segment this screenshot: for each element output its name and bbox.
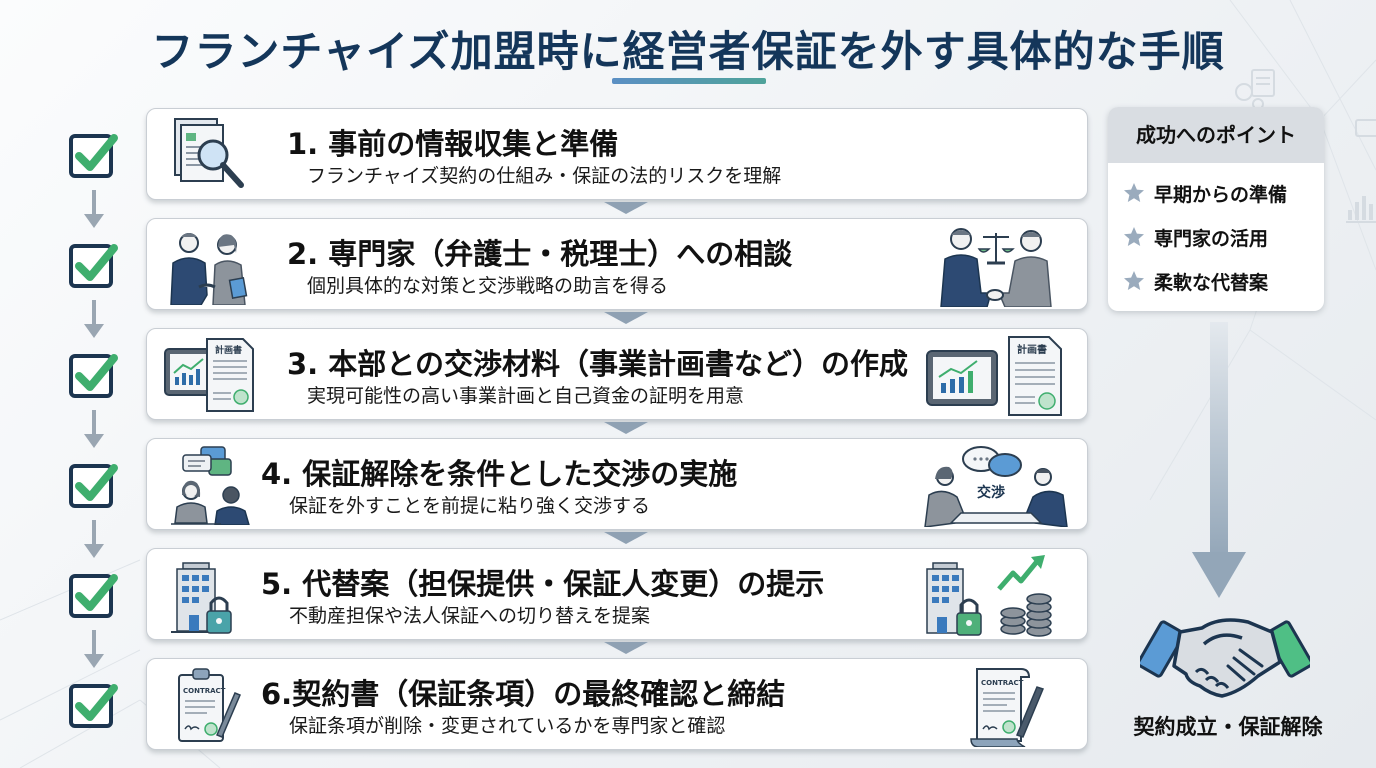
step-card-2: 2. 専門家（弁護士・税理士）への相談 個別具体的な対策と交渉戦略の助言を得る (146, 218, 1088, 310)
step-card-3: 計画書 計画書 3. 本部との交渉材料（事業計画書など）の作成 実現可能性の高い… (146, 328, 1088, 420)
step-title: 2. 専門家（弁護士・税理士）への相談 (287, 237, 793, 271)
success-points-list: 早期からの準備 専門家の活用 柔軟な代替案 (1108, 163, 1324, 303)
step-title: 3. 本部との交渉材料（事業計画書など）の作成 (287, 347, 909, 381)
connector-arrow (604, 422, 648, 434)
checkbox-checked-icon (69, 464, 118, 508)
success-points-header: 成功へのポイント (1108, 107, 1324, 163)
step-card-1: 1. 事前の情報収集と準備 フランチャイズ契約の仕組み・保証の法的リスクを理解 (146, 108, 1088, 200)
step-title: 6.契約書（保証条項）の最終確認と締結 (261, 677, 786, 711)
checkbox-checked-icon (69, 244, 118, 288)
success-points-panel: 成功へのポイント 早期からの準備 専門家の活用 柔軟な代替案 (1108, 107, 1324, 311)
title-underline (612, 78, 766, 84)
contract-clipboard-pen-icon: CONTRACT (178, 668, 241, 742)
arrow-down-large-icon (1192, 322, 1246, 598)
step-card-5: 5. 代替案（担保提供・保証人変更）の提示 不動産担保や法人保証への切り替えを提… (146, 548, 1088, 640)
arrow-down-icon (84, 190, 104, 228)
document-magnifier-icon (174, 118, 244, 188)
svg-text:計画書: 計画書 (215, 344, 242, 356)
star-icon (1124, 183, 1144, 202)
svg-text:交渉: 交渉 (977, 484, 1005, 501)
svg-text:計画書: 計画書 (1017, 343, 1047, 356)
connector-arrow (604, 532, 648, 544)
negotiation-table-icon: 交渉 (924, 446, 1068, 527)
lawyer-scales-handshake-icon (940, 228, 1052, 307)
success-point-label: 専門家の活用 (1154, 227, 1269, 250)
star-icon (1124, 271, 1144, 290)
tablet-chart-plan-document-icon: 計画書 (164, 338, 254, 412)
arrow-down-icon (84, 410, 104, 448)
success-point-label: 早期からの準備 (1154, 183, 1288, 206)
checkbox-checked-icon (69, 574, 118, 618)
step-description: フランチャイズ契約の仕組み・保証の法的リスクを理解 (307, 165, 782, 187)
conversation-people-icon (171, 446, 250, 525)
step-title: 1. 事前の情報収集と準備 (287, 127, 619, 161)
checkbox-checked-icon (69, 684, 118, 728)
star-icon (1124, 227, 1144, 246)
connector-arrow (604, 202, 648, 214)
step-card-4: 交渉 4. 保証解除を条件とした交渉の実施 保証を外すことを前提に粘り強く交渉す… (146, 438, 1088, 530)
building-lock-icon (171, 562, 232, 634)
connector-arrow (604, 312, 648, 324)
step-description: 保証を外すことを前提に粘り強く交渉する (289, 495, 651, 517)
step-description: 不動産担保や法人保証への切り替えを提案 (289, 605, 651, 627)
svg-text:CONTRACT: CONTRACT (183, 687, 226, 695)
checklist-column (60, 0, 140, 768)
success-point-label: 柔軟な代替案 (1154, 271, 1269, 294)
arrow-down-icon (84, 300, 104, 338)
business-handshake-people-icon (170, 233, 248, 305)
page-title: フランチャイズ加盟時に経営者保証を外す具体的な手順 (151, 27, 1225, 76)
tablet-chart-plan-document-icon: 計画書 (926, 336, 1062, 416)
arrow-down-icon (84, 630, 104, 668)
building-lock-coins-growth-icon (926, 555, 1052, 637)
step-card-6: CONTRACT CONTRACT 6.契約書（保証条項）の最終確認と締結 保証… (146, 658, 1088, 750)
step-title: 4. 保証解除を条件とした交渉の実施 (261, 457, 738, 491)
arrow-down-icon (84, 520, 104, 558)
step-description: 保証条項が削除・変更されているかを専門家と確認 (289, 715, 726, 737)
contract-scroll-pen-icon: CONTRACT (970, 668, 1045, 747)
handshake-icon (1140, 618, 1310, 698)
step-description: 個別具体的な対策と交渉戦略の助言を得る (307, 275, 669, 297)
connector-arrow (604, 642, 648, 654)
checkbox-checked-icon (69, 354, 118, 398)
success-point-item: 柔軟な代替案 (1108, 259, 1324, 303)
step-description: 実現可能性の高い事業計画と自己資金の証明を用意 (307, 385, 745, 407)
checkbox-checked-icon (69, 134, 118, 178)
result-label: 契約成立・保証解除 (1133, 715, 1323, 739)
step-title: 5. 代替案（担保提供・保証人変更）の提示 (261, 567, 825, 601)
success-point-item: 早期からの準備 (1108, 171, 1324, 215)
svg-text:CONTRACT: CONTRACT (981, 679, 1024, 687)
success-point-item: 専門家の活用 (1108, 215, 1324, 259)
